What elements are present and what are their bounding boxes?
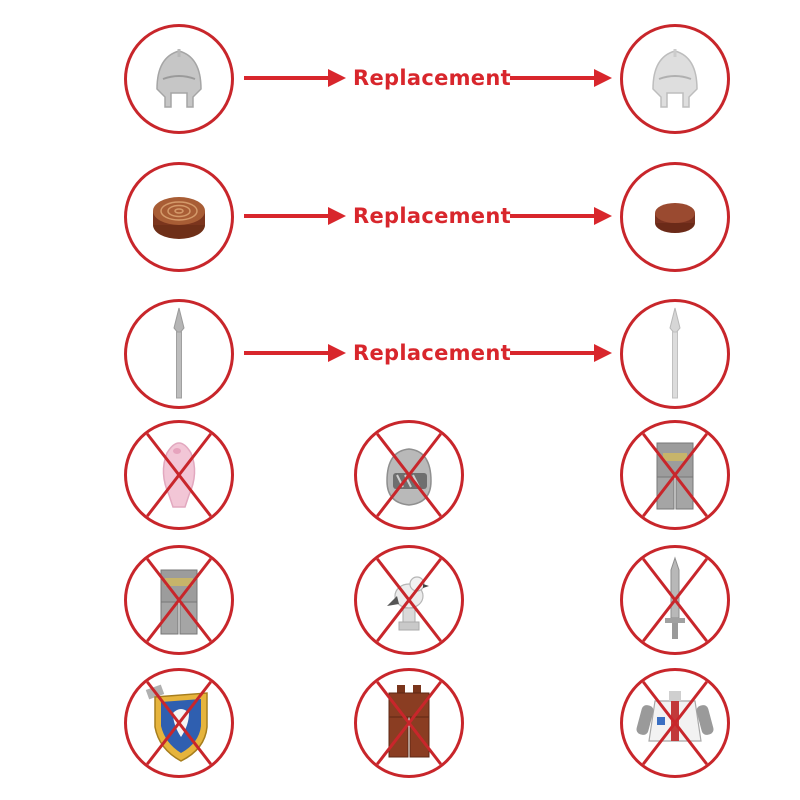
bird-icon (387, 576, 429, 631)
replacement-label: Replacement (353, 204, 511, 228)
original-round-tile-circle (124, 162, 234, 272)
removed-part-circle (124, 545, 234, 655)
removed-part-circle (620, 420, 730, 530)
round-tile-icon (153, 197, 205, 239)
replacement-arrow-left (244, 341, 346, 365)
replacement-label: Replacement (353, 66, 511, 90)
removed-part-circle (354, 545, 464, 655)
helmet-icon (652, 49, 698, 108)
round-tile-icon (655, 203, 695, 233)
removed-part-circle (354, 668, 464, 778)
removed-part-circle (620, 668, 730, 778)
removed-part-circle (354, 420, 464, 530)
minifig-legs-icon (656, 442, 694, 510)
minifig-legs-icon (160, 569, 198, 635)
brown-legs-icon (388, 685, 430, 758)
original-spear-circle (124, 299, 234, 409)
replacement-arrow-right (510, 341, 612, 365)
helmet-icon (156, 49, 202, 108)
spear-icon (669, 307, 681, 399)
replacement-round-tile-circle (620, 162, 730, 272)
replacement-helmet-circle (620, 24, 730, 134)
replacement-arrow-left (244, 204, 346, 228)
replacement-arrow-right (510, 204, 612, 228)
sword-icon (665, 556, 685, 639)
spear-icon (173, 307, 185, 399)
shield-icon (145, 684, 208, 762)
original-helmet-circle (124, 24, 234, 134)
replacement-arrow-left (244, 66, 346, 90)
removed-part-circle (124, 420, 234, 530)
pink-plume-icon (162, 442, 196, 508)
replacement-arrow-right (510, 66, 612, 90)
replacement-label: Replacement (353, 341, 511, 365)
torso-icon (636, 691, 714, 742)
removed-part-circle (620, 545, 730, 655)
replacement-spear-circle (620, 299, 730, 409)
knight-helmet-icon (386, 448, 432, 506)
removed-part-circle (124, 668, 234, 778)
